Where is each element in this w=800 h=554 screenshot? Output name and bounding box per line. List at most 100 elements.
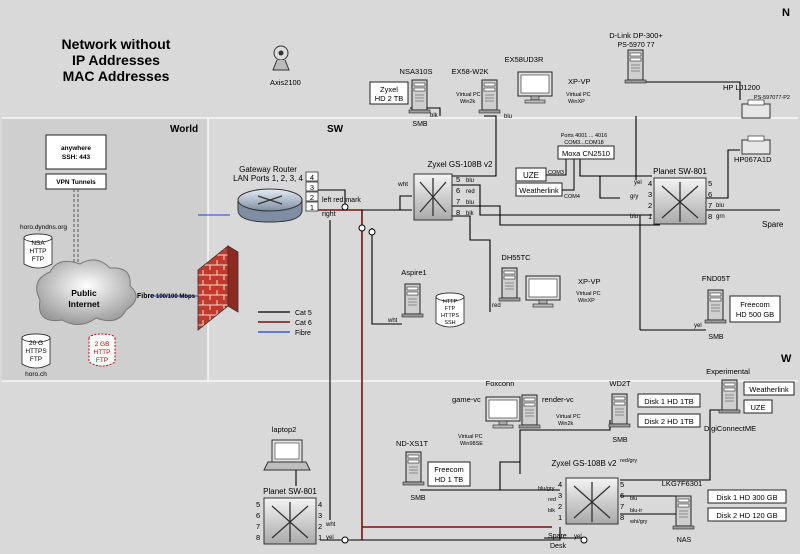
zyxel1-p5: 5: [456, 175, 460, 184]
aspire-svc4: SSH: [444, 320, 455, 326]
lkg-disk1-box: [707, 489, 787, 504]
zyxel1-p6: 6: [456, 186, 460, 195]
fnd05t-yel: yel: [694, 323, 702, 329]
xpvp2-label: XP-VP: [578, 277, 601, 286]
planet2-label: Planet SW-801: [263, 487, 317, 496]
dlink-name2: PS-5970 77: [618, 42, 655, 49]
xpvp1-sub2: WinXP: [568, 99, 585, 105]
zyxel1-label: Zyxel GS-108B v2: [428, 160, 493, 169]
gateway-router-icon: [237, 188, 303, 223]
zyxel1-p8: 8: [456, 208, 460, 217]
horo-dyndns-s3: FTP: [32, 256, 44, 263]
cloud-line1: Public: [71, 288, 97, 298]
ndxs1t-label: ND-XS1T: [396, 439, 429, 448]
planet1-p8: 8: [708, 212, 712, 221]
zyxel1-c5: blu: [466, 178, 474, 184]
cat5-zyxel2-to-digi: [620, 409, 724, 481]
moxa-ports1: Ports 4001 ... 4016: [561, 133, 607, 139]
planet2-p1: 1: [318, 533, 322, 542]
foxconn-monitor-icon: [485, 396, 521, 429]
lkg-proto: NAS: [677, 537, 692, 544]
vpn-box: [45, 173, 107, 190]
xpvp2-sub2: WinXP: [578, 298, 595, 304]
planet1-p4: 4: [648, 179, 652, 188]
hplj-name1: HP LJ1200: [723, 83, 760, 92]
fibre-speed: 100/100 Mbps: [156, 294, 196, 300]
cat5-moxa-to-planet: [579, 152, 652, 177]
ex58-tower-icon: [478, 79, 501, 114]
moxa-serial-lines: [546, 159, 575, 191]
gw-left-mark: left red mark: [322, 197, 361, 204]
ex58-monitor-icon: [517, 71, 553, 104]
ndxs1t-tower-icon: [402, 451, 425, 486]
planet2-p4: 4: [318, 500, 322, 509]
com3-label: COM3: [548, 170, 564, 176]
hplj-name2: PS-597077-P2: [754, 95, 790, 101]
zyxel2-p6: 6: [620, 491, 624, 500]
rendervc-sub1: Virtual PC: [556, 414, 581, 420]
planet1-p6: 6: [708, 190, 712, 199]
gw-port-4: 4: [310, 173, 314, 182]
spare-desk-line1: Spare: [548, 533, 567, 540]
webcam-icon: [272, 45, 290, 71]
cloud-line2: Internet: [68, 299, 99, 309]
gateway-port-boxes: [305, 171, 319, 212]
wd2t-proto: SMB: [612, 437, 628, 444]
horo-ch-s3: FTP: [30, 356, 42, 363]
vpc-win2k-sub1: Virtual PC: [456, 92, 481, 98]
zyxel2-p4: 4: [558, 480, 562, 489]
experimental-label: Experimental: [706, 367, 750, 376]
uze-west-label: UZE: [751, 403, 766, 412]
aspire-svc2: FTP: [445, 306, 456, 312]
vpn-tunnel: [73, 189, 79, 270]
cable-legend: [258, 311, 290, 333]
lkg-tower-icon: [672, 495, 695, 530]
planet2-p6: 6: [256, 511, 260, 520]
planet1-blu: blu: [630, 214, 638, 220]
zone-world-label: World: [170, 124, 198, 135]
planet1-c7: blu: [716, 203, 724, 209]
spare-label: Spare: [762, 220, 784, 229]
ftp-red-s2: HTTP: [94, 349, 111, 356]
gateway-name2: LAN Ports 1, 2, 3, 4: [233, 174, 303, 183]
planet2-p7: 7: [256, 522, 260, 531]
planet2-yel: yel: [326, 535, 334, 541]
foxconn-label: Foxconn: [486, 379, 515, 388]
fnd05t-label: FND05T: [702, 274, 731, 283]
planet2-p2: 2: [318, 522, 322, 531]
nsa-tower-icon: [408, 79, 431, 114]
planet1-p7: 7: [708, 201, 712, 210]
ex58ud3r-label: EX58UD3R: [505, 55, 544, 64]
nsa-label: NSA310S: [400, 67, 433, 76]
zyxel2-p2: 2: [558, 502, 562, 511]
gamevc-label: game-vc: [452, 395, 481, 404]
zyxel2-label: Zyxel GS-108B v2: [552, 459, 617, 468]
zyxel2-c6: blu: [630, 496, 637, 502]
planet1-p1: 1: [648, 212, 652, 221]
planet1-p3: 3: [648, 190, 652, 199]
cat5-zyxel1-to-planet: [452, 184, 652, 216]
anywhere-box: [45, 134, 107, 170]
wd2t-disk2-box: [637, 413, 701, 428]
ex58w2k-label: EX58-W2K: [451, 67, 488, 76]
zyxel2-redgry: red/gry: [620, 458, 637, 464]
gamevc-sub1: Virtual PC: [458, 434, 483, 440]
ftp-red-s1: 2 GB: [95, 341, 110, 348]
fnd05t-tower-icon: [704, 289, 727, 324]
cat5-dlink-to-hplj: [646, 81, 741, 100]
switch-icon-zyxel1: [413, 173, 453, 221]
vpn-label: VPN Tunnels: [56, 179, 96, 186]
ndxs1t-proto: SMB: [410, 495, 426, 502]
title-line2: IP Addresses: [72, 52, 160, 68]
ftp-red-db-icon: [88, 333, 116, 367]
nsa-blk: blk: [430, 113, 439, 119]
dh55tc-tower-icon: [498, 267, 521, 302]
ndxs1t-disk1: Freecom: [434, 465, 464, 474]
dh55tc-red: red: [492, 303, 501, 309]
junction-dots: [341, 203, 588, 544]
cat5-zyxel2-to-foxconn: [499, 461, 520, 490]
vpc-win2k-sub2: Win2k: [460, 99, 476, 105]
zyxel1-c6: red: [466, 189, 475, 195]
